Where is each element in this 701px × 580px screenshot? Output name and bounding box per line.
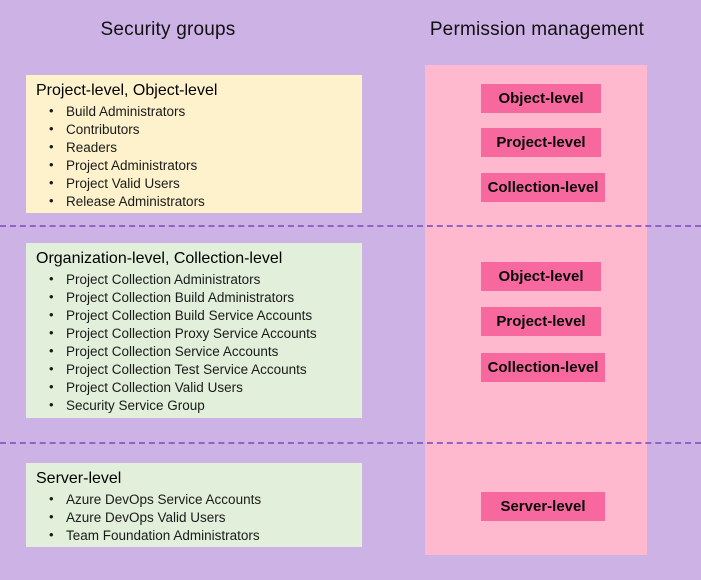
- group-member-item: Build Administrators: [36, 102, 354, 121]
- permission-level-badge-project: Project-level: [481, 307, 601, 336]
- security-groups-header: Security groups: [100, 19, 236, 40]
- group-member-item: Team Foundation Administrators: [36, 526, 354, 545]
- group-member-list: Azure DevOps Service Accounts Azure DevO…: [36, 490, 354, 545]
- security-group-card-project-object: Project-level, Object-level Build Admini…: [26, 75, 362, 213]
- section-divider: [0, 442, 701, 444]
- group-member-item: Azure DevOps Service Accounts: [36, 490, 354, 509]
- group-member-item: Project Collection Service Accounts: [36, 342, 354, 361]
- security-group-card-server: Server-level Azure DevOps Service Accoun…: [26, 463, 362, 547]
- permission-management-header: Permission management: [429, 19, 645, 40]
- section-divider: [0, 225, 701, 227]
- group-member-item: Project Collection Test Service Accounts: [36, 360, 354, 379]
- permission-level-badge-object: Object-level: [481, 262, 601, 291]
- permission-level-badge-project: Project-level: [481, 128, 601, 157]
- group-title: Server-level: [36, 470, 122, 487]
- group-member-item: Project Administrators: [36, 156, 354, 175]
- permission-level-badge-collection: Collection-level: [481, 353, 605, 382]
- group-member-item: Release Administrators: [36, 192, 354, 211]
- group-member-item: Project Collection Build Administrators: [36, 288, 354, 307]
- group-member-item: Security Service Group: [36, 396, 354, 415]
- permission-level-badge-object: Object-level: [481, 84, 601, 113]
- group-member-item: Project Collection Valid Users: [36, 378, 354, 397]
- group-member-list: Build Administrators Contributors Reader…: [36, 102, 354, 211]
- security-group-card-organization-collection: Organization-level, Collection-level Pro…: [26, 243, 362, 418]
- permission-level-badge-collection: Collection-level: [481, 173, 605, 202]
- group-member-item: Project Collection Proxy Service Account…: [36, 324, 354, 343]
- group-member-list: Project Collection Administrators Projec…: [36, 270, 354, 415]
- group-member-item: Project Collection Administrators: [36, 270, 354, 289]
- group-title: Project-level, Object-level: [36, 82, 218, 99]
- group-member-item: Contributors: [36, 120, 354, 139]
- group-title: Organization-level, Collection-level: [36, 250, 283, 267]
- group-member-item: Project Valid Users: [36, 174, 354, 193]
- group-member-item: Project Collection Build Service Account…: [36, 306, 354, 325]
- group-member-item: Azure DevOps Valid Users: [36, 508, 354, 527]
- permission-panel: Object-level Project-level Collection-le…: [425, 65, 647, 555]
- group-member-item: Readers: [36, 138, 354, 157]
- permission-level-badge-server: Server-level: [481, 492, 605, 521]
